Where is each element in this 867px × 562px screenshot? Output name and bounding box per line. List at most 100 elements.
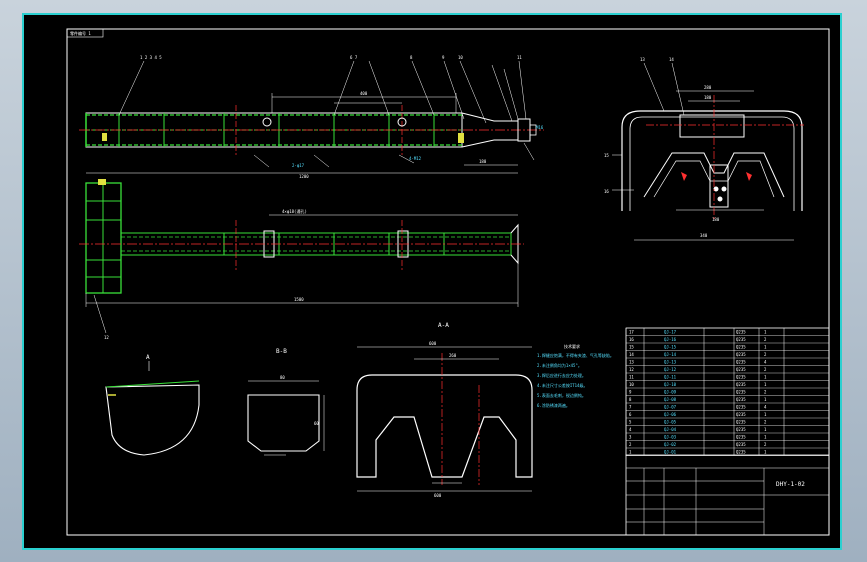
svg-text:600: 600 — [429, 341, 437, 346]
bom-cell: 2 — [764, 337, 767, 342]
bom-cell: 15 — [629, 345, 634, 350]
bom-cell: 8 — [629, 397, 632, 402]
section-label-bb: B-B — [276, 348, 287, 355]
detail-view-bb: B-B 80 60 — [247, 348, 325, 456]
bom-cell: 1 — [764, 330, 767, 335]
bom-cell: QJ-06 — [664, 412, 677, 417]
bom-cell: Q235 — [736, 442, 746, 447]
callout-front-6: 6 7 — [350, 55, 358, 60]
svg-text:400: 400 — [360, 91, 368, 96]
svg-text:2-φ17: 2-φ17 — [292, 163, 305, 168]
bom-cell: 2 — [629, 442, 632, 447]
bom-cell: Q235 — [736, 420, 746, 425]
svg-text:1200: 1200 — [299, 174, 309, 179]
view-label-arrow: A — [146, 354, 150, 361]
bom-cell: Q235 — [736, 360, 746, 365]
callout-front-11: 11 — [517, 55, 522, 60]
bom-cell: Q235 — [736, 390, 746, 395]
note-5: 5.表面去毛刺，锐边倒钝。 — [537, 392, 586, 398]
bom-cell: 2 — [764, 442, 767, 447]
front-view: 2-φ17 4-M12 M16 1200 180 400 — [79, 60, 544, 179]
callout-front-10: 10 — [458, 55, 463, 60]
callout-side-15: 15 — [604, 153, 609, 158]
section-view-aa: 600 260 600 — [356, 341, 533, 498]
bom-cell: Q235 — [736, 352, 746, 357]
side-view: 280 180 340 180 — [612, 62, 804, 241]
title-tag: 零件编号 1 — [70, 30, 91, 36]
bom-cell: QJ-10 — [664, 382, 677, 387]
svg-text:180: 180 — [479, 159, 487, 164]
bom-cell: 1 — [764, 345, 767, 350]
svg-text:340: 340 — [700, 233, 708, 238]
bom-cell: QJ-01 — [664, 450, 677, 455]
bom-cell: 4 — [629, 427, 632, 432]
bom-cell: 6 — [629, 412, 632, 417]
bom-cell: QJ-14 — [664, 352, 677, 357]
bom-cell: 1 — [764, 412, 767, 417]
bom-cell: QJ-11 — [664, 375, 677, 380]
svg-text:260: 260 — [449, 353, 457, 358]
bom-cell: QJ-15 — [664, 345, 677, 350]
bom-cell: 17 — [629, 330, 634, 335]
bom-cell: 5 — [629, 420, 632, 425]
bom-cell: 9 — [629, 390, 632, 395]
bom-cell: 1 — [764, 375, 767, 380]
bom-cell: 14 — [629, 352, 634, 357]
bom-cell: 11 — [629, 375, 634, 380]
note-3: 3.焊后应进行去应力处理。 — [537, 372, 586, 378]
svg-text:4×φ18(通孔): 4×φ18(通孔) — [282, 208, 307, 214]
cad-drawing: 零件编号 1 — [66, 28, 830, 536]
bom-cell: QJ-13 — [664, 360, 677, 365]
bom-cell: QJ-08 — [664, 397, 677, 402]
bom-cell: 1 — [629, 450, 632, 455]
bom-cell: Q235 — [736, 375, 746, 380]
bom-cell: Q235 — [736, 405, 746, 410]
bom-cell: 2 — [764, 390, 767, 395]
top-view: 1500 4×φ18(通孔) 12 — [79, 179, 524, 340]
bom-cell: 4 — [764, 360, 767, 365]
svg-text:600: 600 — [434, 493, 442, 498]
bom-cell: 1 — [764, 435, 767, 440]
bom-cell: 16 — [629, 337, 634, 342]
bom-cell: 12 — [629, 367, 634, 372]
bom-cell: 1 — [764, 450, 767, 455]
svg-text:80: 80 — [280, 375, 285, 380]
bom-cell: Q235 — [736, 412, 746, 417]
note-6: 6.涂防锈漆两遍。 — [537, 402, 570, 408]
bom-cell: 4 — [764, 405, 767, 410]
bom-cell: Q235 — [736, 450, 746, 455]
bom-cell: QJ-17 — [664, 330, 677, 335]
bom-cell: Q235 — [736, 435, 746, 440]
bom-cell: Q235 — [736, 330, 746, 335]
bom-cell: 7 — [629, 405, 632, 410]
bom-cell: 13 — [629, 360, 634, 365]
bom-cell: Q235 — [736, 337, 746, 342]
bom-cell: Q235 — [736, 345, 746, 350]
bom-cell: QJ-09 — [664, 390, 677, 395]
callout-side-14: 14 — [669, 57, 674, 62]
note-2: 2.未注倒角均为1×45°。 — [537, 362, 582, 368]
svg-text:1500: 1500 — [294, 297, 304, 302]
bom-cell: QJ-02 — [664, 442, 677, 447]
callout-front-1: 1 2 3 4 5 — [140, 55, 162, 60]
title-block: DHY-1-02 — [625, 454, 830, 536]
bom-cell: Q235 — [736, 427, 746, 432]
callout-front-8: 8 — [410, 55, 413, 60]
svg-text:4-M12: 4-M12 — [409, 156, 422, 161]
callout-front-9: 9 — [442, 55, 445, 60]
note-4: 4.未注尺寸公差按IT14级。 — [537, 382, 587, 388]
inner-border — [66, 28, 830, 536]
svg-text:M16: M16 — [536, 125, 544, 130]
bom-cell: QJ-12 — [664, 367, 677, 372]
technical-notes: 技术要求 1.焊缝应饱满，不得有夹渣、气孔等缺陷。 2.未注倒角均为1×45°。… — [537, 343, 614, 408]
bom-cell: QJ-16 — [664, 337, 677, 342]
svg-text:12: 12 — [104, 335, 109, 340]
bom-cell: QJ-07 — [664, 405, 677, 410]
title-tag-box — [66, 28, 104, 38]
bom-cell: 1 — [764, 427, 767, 432]
bom-cell: QJ-03 — [664, 435, 677, 440]
bom-cell: 1 — [764, 397, 767, 402]
drawing-canvas[interactable]: 零件编号 1 — [22, 13, 842, 550]
section-label: A-A — [438, 322, 449, 329]
